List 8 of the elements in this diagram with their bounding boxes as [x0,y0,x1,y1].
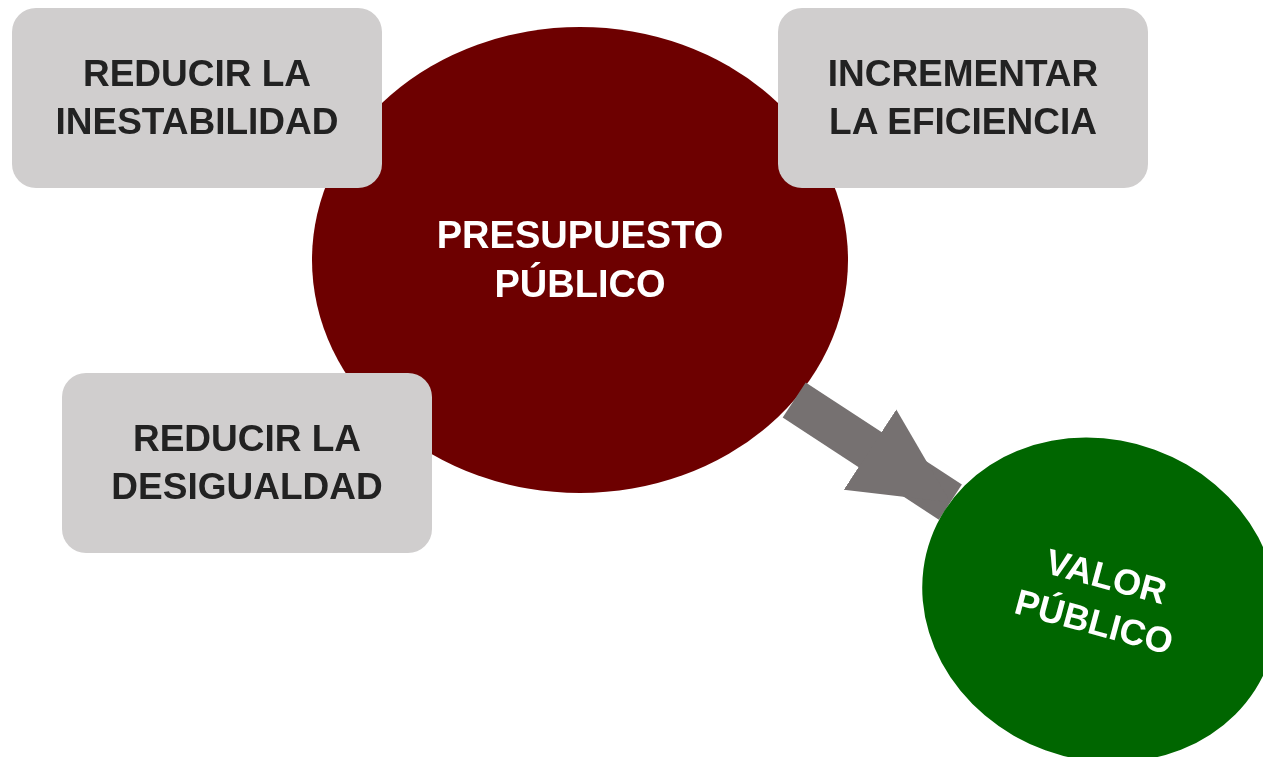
rounded-box [12,8,382,188]
node-label: PRESUPUESTO PÚBLICO [435,212,725,307]
rounded-box [62,373,432,553]
node-label: REDUCIR LA DESIGUALDAD [110,416,384,509]
node-label: INCREMENTAR LA EFICIENCIA [826,51,1100,144]
block-arrow [782,382,962,520]
node-label: REDUCIR LA INESTABILIDAD [54,51,340,144]
rounded-box [778,8,1148,188]
